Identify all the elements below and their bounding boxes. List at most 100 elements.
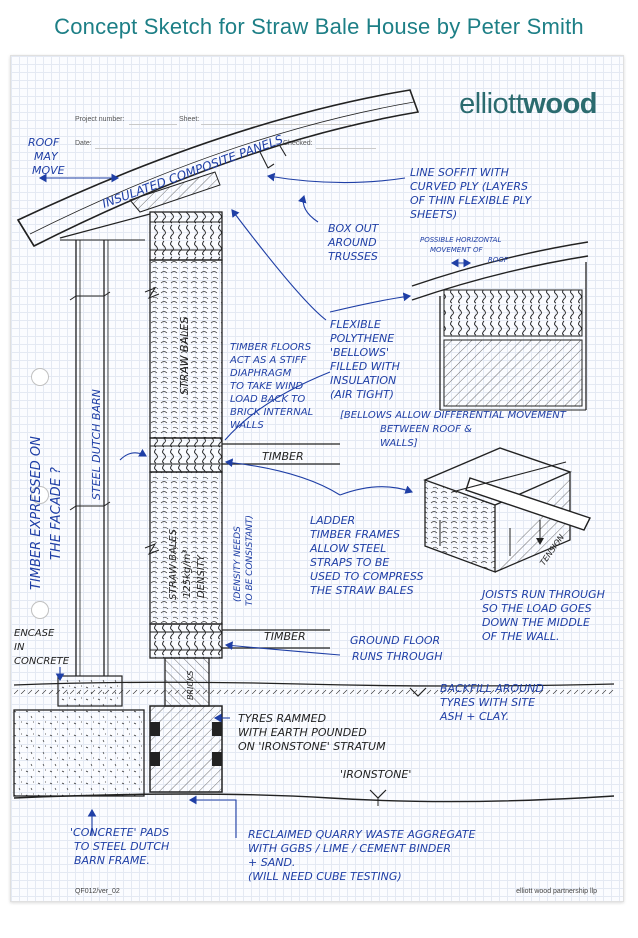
note-line: POLYTHENE — [330, 332, 394, 345]
density-consistent-note: (DENSITY NEEDS TO BE CONSISTANT) — [233, 515, 255, 606]
note-line: BRICK INTERNAL — [230, 407, 313, 418]
note-line: BACKFILL AROUND — [440, 682, 544, 695]
header-rule — [201, 124, 351, 125]
sketch-sheet: Project number: Sheet: Date: Checked: el… — [10, 55, 624, 902]
binder-hole — [31, 601, 49, 619]
note-line: ASH + CLAY. — [439, 710, 509, 723]
note-line: USED TO COMPRESS — [310, 570, 423, 583]
note-line: [BELLOWS ALLOW DIFFERENTIAL MOVEMENT — [340, 410, 567, 421]
flexible-polythene-note: FLEXIBLE POLYTHENE 'BELLOWS' FILLED WITH… — [330, 318, 400, 401]
note-line: MAY — [34, 150, 59, 163]
note-line: STRAW BALES — [168, 528, 179, 600]
note-line: TO TAKE WIND — [230, 381, 304, 392]
note-line: TO BE CONSISTANT) — [245, 515, 255, 606]
annotation-leaders — [38, 172, 472, 838]
note-line: BETWEEN ROOF & — [380, 424, 472, 435]
note-line: DIAPHRAGM — [230, 368, 292, 379]
timber-floors-note: TIMBER FLOORS ACT AS A STIFF DIAPHRAGM T… — [229, 342, 313, 431]
roof-trusses — [59, 171, 221, 241]
note-line: TRUSSES — [328, 250, 378, 263]
note-line: TYRES WITH SITE — [440, 696, 535, 709]
note-line: OF THE WALL. — [482, 630, 560, 643]
checked-label: Checked: — [283, 140, 313, 147]
note-line: LADDER — [310, 514, 355, 527]
bellows-allow-note: [BELLOWS ALLOW DIFFERENTIAL MOVEMENT BET… — [340, 410, 567, 449]
note-line: INSULATION — [330, 374, 396, 387]
note-line: SO THE LOAD GOES — [482, 602, 592, 615]
note-line: STRAPS TO BE — [310, 556, 389, 569]
note-line: WALLS — [230, 420, 264, 431]
page-title: Concept Sketch for Straw Bale House by P… — [54, 14, 584, 39]
ground-floor-note: GROUND FLOOR RUNS THROUGH — [350, 634, 443, 663]
steel-dutch-barn-label: STEEL DUTCH BARN — [90, 389, 103, 500]
elliottwood-logo: elliottwood — [459, 88, 597, 121]
roof-junction-detail — [411, 241, 589, 411]
note-line: TIMBER FRAMES — [310, 528, 400, 541]
sheet-label: Sheet: — [179, 116, 200, 123]
possible-movement-note: POSSIBLE HORIZONTAL MOVEMENT OF ROOF — [420, 236, 509, 264]
note-line: JOISTS RUN THROUGH — [480, 588, 605, 601]
concrete-pads-note: 'CONCRETE' PADS TO STEEL DUTCH BARN FRAM… — [70, 826, 169, 867]
note-line: DOWN THE MIDDLE — [482, 616, 590, 629]
note-line: CONCRETE — [14, 656, 70, 667]
note-line: CURVED PLY (LAYERS — [410, 180, 528, 193]
note-line: FILLED WITH — [330, 360, 400, 373]
note-line: TIMBER FLOORS — [230, 342, 312, 353]
note-line: MOVE — [32, 164, 65, 177]
note-line: LOAD BACK TO — [230, 394, 305, 405]
note-line: THE STRAW BALES — [310, 584, 414, 597]
timber-label-lower: TIMBER — [264, 630, 306, 643]
binder-hole — [31, 368, 49, 386]
note-line: 'CONCRETE' PADS — [70, 826, 169, 839]
note-line: IN — [14, 642, 25, 653]
logo-light-text: elliott — [459, 88, 524, 120]
note-line: LINE SOFFIT WITH — [410, 166, 509, 179]
logo-bold-text: wood — [523, 88, 597, 120]
rammed-tyres — [149, 705, 223, 793]
note-line: WALLS] — [380, 438, 418, 449]
date-label: Date: — [75, 140, 92, 147]
straw-bales-density-note: STRAW BALES 125kg/m³ DENSITY — [168, 528, 207, 600]
timber-label-upper: TIMBER — [262, 450, 304, 463]
note-line: (WILL NEED CUBE TESTING) — [248, 870, 402, 883]
note-line: ALLOW STEEL — [309, 542, 386, 555]
note-line: TYRES RAMMED — [238, 712, 326, 725]
encase-concrete-note: ENCASE IN CONCRETE — [14, 628, 70, 667]
roof-may-move-note: ROOF MAY MOVE — [28, 136, 65, 177]
line-soffit-note: LINE SOFFIT WITH CURVED PLY (LAYERS OF T… — [410, 166, 532, 221]
note-line: FLEXIBLE — [330, 318, 381, 331]
project-number-label: Project number: — [75, 116, 125, 123]
note-line: DENSITY — [196, 554, 207, 598]
note-line: 'BELLOWS' — [330, 346, 389, 359]
company-footer: elliott wood partnership llp — [516, 888, 597, 895]
note-line: 125kg/m³ — [182, 550, 193, 598]
concrete-pad — [13, 675, 145, 797]
ironstone-label: 'IRONSTONE' — [340, 768, 411, 781]
ironstone-stratum — [13, 687, 615, 806]
straw-bales-label: STRAW BALES — [178, 317, 191, 395]
timber-expressed-note: TIMBER EXPRESSED ON — [29, 436, 44, 590]
note-line: RECLAIMED QUARRY WASTE AGGREGATE — [248, 828, 475, 841]
note-line: ROOF — [488, 256, 509, 264]
note-line: ON 'IRONSTONE' STRATUM — [238, 740, 386, 753]
note-line: MOVEMENT OF — [430, 246, 483, 254]
note-line: BOX OUT — [328, 222, 380, 235]
ladder-frames-note: LADDER TIMBER FRAMES ALLOW STEEL STRAPS … — [309, 514, 423, 597]
header-rule — [95, 148, 185, 149]
note-line: WITH EARTH POUNDED — [238, 726, 367, 739]
note-line: OF THIN FLEXIBLE PLY — [410, 194, 532, 207]
steel-column — [69, 240, 111, 676]
note-line: (AIR TIGHT) — [330, 388, 394, 401]
note-line: ROOF — [28, 136, 60, 149]
header-rule — [129, 124, 177, 125]
reclaimed-aggregate-note: RECLAIMED QUARRY WASTE AGGREGATE WITH GG… — [248, 828, 475, 883]
roof-panels — [16, 89, 420, 248]
note-line: SHEETS) — [410, 208, 457, 221]
note-line: GROUND FLOOR — [350, 634, 440, 647]
note-line: TO STEEL DUTCH — [74, 840, 169, 853]
note-line: + SAND. — [248, 856, 295, 869]
note-line: ENCASE — [14, 628, 55, 639]
bricks-label: BRICKS — [186, 671, 195, 700]
binder-hole — [31, 486, 49, 504]
